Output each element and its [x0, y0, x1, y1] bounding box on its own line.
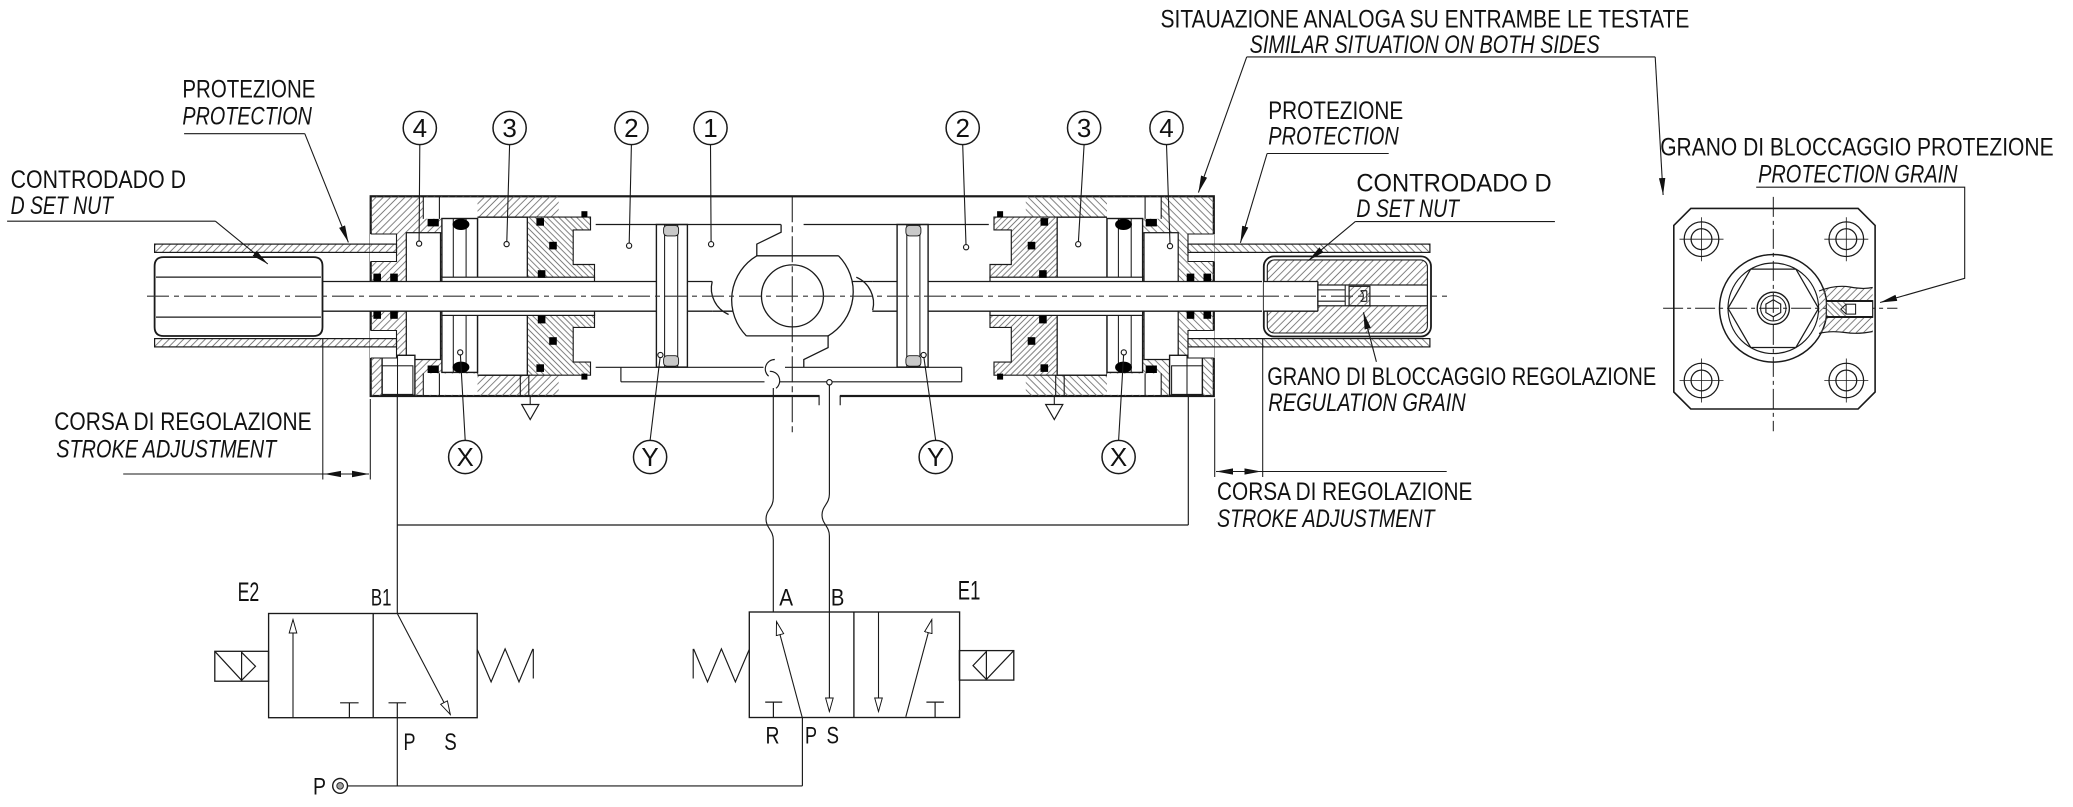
svg-text:REGULATION GRAIN: REGULATION GRAIN	[1268, 389, 1466, 417]
svg-text:CONTRODADO D: CONTRODADO D	[11, 166, 186, 194]
svg-text:PROTECTION: PROTECTION	[1268, 122, 1399, 150]
svg-text:S: S	[827, 723, 840, 750]
svg-text:S: S	[444, 729, 457, 756]
svg-text:2: 2	[624, 113, 638, 143]
svg-text:SITAUAZIONE ANALOGA SU ENTRAMB: SITAUAZIONE ANALOGA SU ENTRAMBE LE TESTA…	[1161, 5, 1690, 33]
svg-text:Y: Y	[927, 442, 944, 472]
svg-text:X: X	[457, 442, 474, 472]
svg-text:3: 3	[1077, 113, 1091, 143]
svg-text:PROTEZIONE: PROTEZIONE	[182, 76, 315, 104]
svg-text:1: 1	[703, 113, 717, 143]
svg-text:2: 2	[955, 113, 969, 143]
svg-text:B: B	[831, 584, 845, 611]
svg-text:P: P	[313, 774, 326, 801]
svg-text:STROKE ADJUSTMENT: STROKE ADJUSTMENT	[56, 436, 277, 464]
svg-text:STROKE ADJUSTMENT: STROKE ADJUSTMENT	[1217, 505, 1436, 533]
svg-text:A: A	[779, 584, 793, 611]
svg-text:P: P	[404, 729, 416, 756]
svg-text:P: P	[805, 723, 817, 750]
svg-text:GRANO DI BLOCCAGGIO REGOLAZION: GRANO DI BLOCCAGGIO REGOLAZIONE	[1267, 363, 1656, 391]
svg-text:PROTECTION: PROTECTION	[182, 103, 312, 131]
svg-text:D SET NUT: D SET NUT	[1356, 195, 1460, 223]
svg-text:4: 4	[1159, 113, 1173, 143]
svg-text:R: R	[766, 723, 780, 750]
svg-text:GRANO DI BLOCCAGGIO PROTEZIONE: GRANO DI BLOCCAGGIO PROTEZIONE	[1660, 134, 2053, 162]
svg-text:SIMILAR SITUATION ON BOTH SIDE: SIMILAR SITUATION ON BOTH SIDES	[1250, 31, 1600, 59]
svg-text:Y: Y	[641, 442, 658, 472]
svg-text:4: 4	[413, 113, 427, 143]
svg-text:E1: E1	[958, 576, 981, 606]
svg-text:CORSA DI REGOLAZIONE: CORSA DI REGOLAZIONE	[54, 408, 311, 436]
svg-text:3: 3	[502, 113, 516, 143]
svg-text:CONTRODADO D: CONTRODADO D	[1356, 170, 1551, 198]
svg-text:PROTEZIONE: PROTEZIONE	[1268, 97, 1403, 125]
svg-text:B1: B1	[371, 585, 392, 612]
svg-text:CORSA DI REGOLAZIONE: CORSA DI REGOLAZIONE	[1217, 478, 1472, 506]
svg-text:D SET NUT: D SET NUT	[11, 192, 115, 220]
svg-text:E2: E2	[238, 577, 260, 607]
svg-text:X: X	[1110, 442, 1127, 472]
svg-text:PROTECTION GRAIN: PROTECTION GRAIN	[1758, 160, 1958, 188]
